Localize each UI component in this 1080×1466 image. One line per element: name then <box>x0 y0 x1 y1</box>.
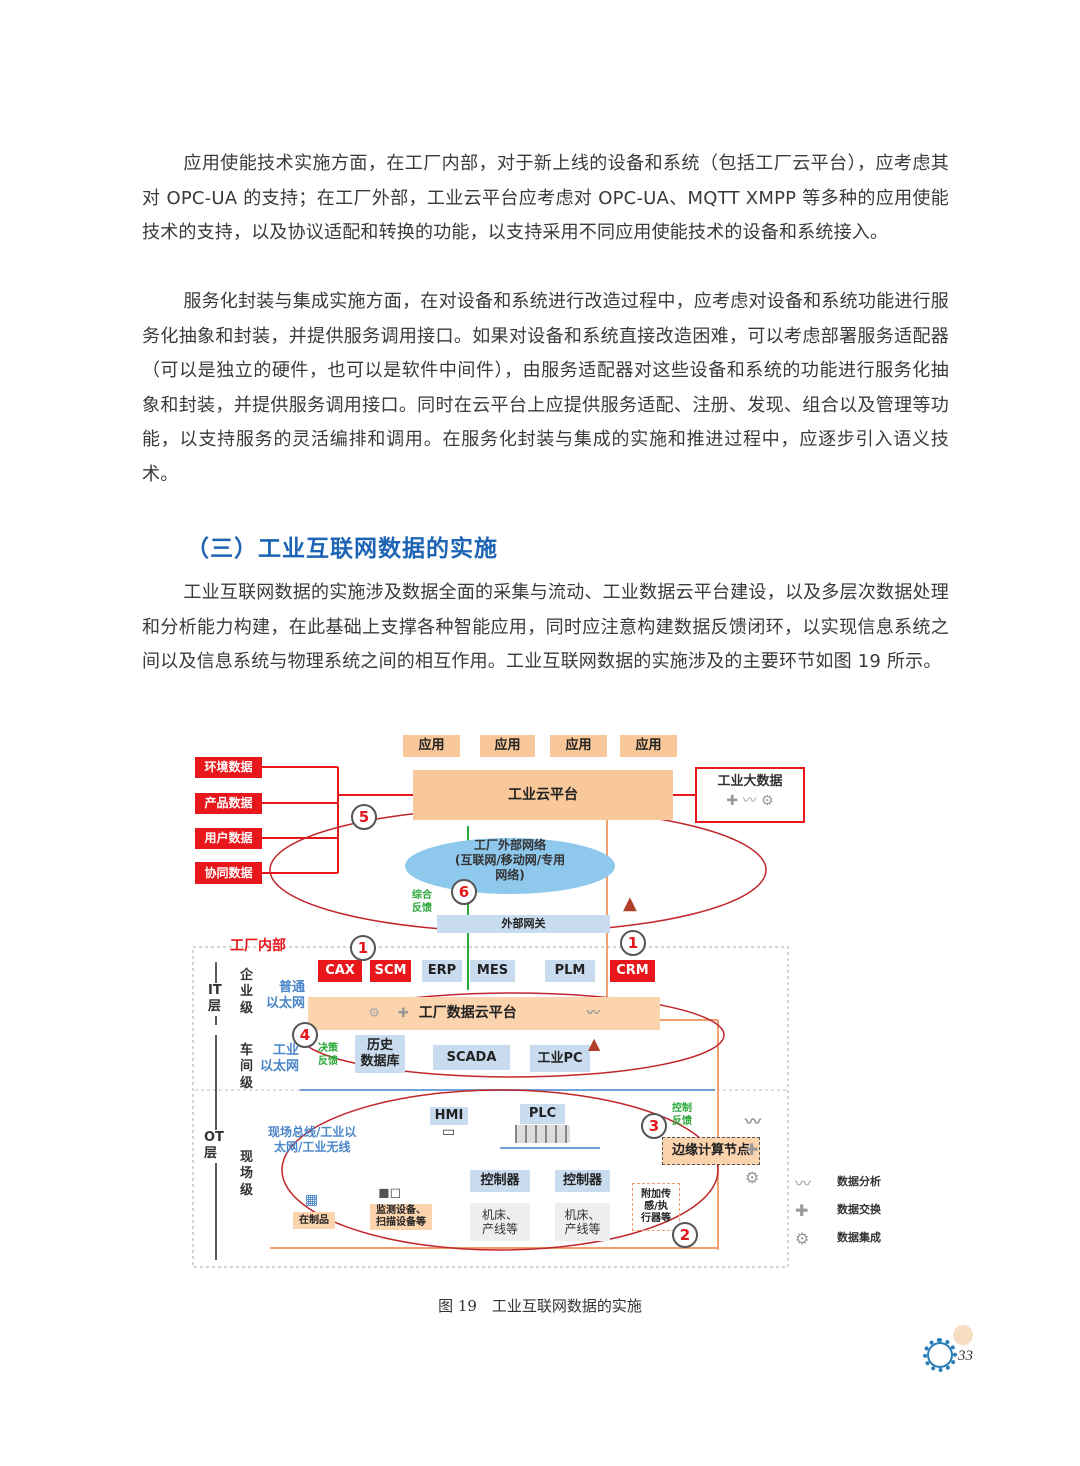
field-level: 现 场 级 <box>240 1150 254 1198</box>
controller: 控制器 <box>555 1170 610 1192</box>
scada: SCADA <box>433 1045 510 1070</box>
exchange-icon: ✚ <box>795 1200 809 1220</box>
ethernet-common: 普通 以太网 <box>266 980 306 1012</box>
control-feedback: 控制 反馈 <box>672 1103 692 1127</box>
data-source: 产品数据 <box>195 793 262 814</box>
app-box: 应用 <box>403 735 460 757</box>
big-data-box: 工业大数据 ✚ 〰 ⚙ <box>695 767 805 823</box>
machine-line: 机床、 产线等 <box>555 1203 610 1241</box>
step-3: 3 <box>641 1113 667 1139</box>
edge-computing-node: 边缘计算节点 <box>662 1137 760 1165</box>
legend-item: 〰 数据分析 <box>795 1168 881 1196</box>
computer-icon: ▭ <box>442 1124 456 1140</box>
overall-feedback: 综合 反馈 <box>412 890 432 914</box>
integration-icon: ⚙ <box>795 1228 810 1248</box>
decision-feedback: 决策 反馈 <box>318 1043 338 1067</box>
gear-icon <box>923 1338 957 1372</box>
work-in-progress: 在制品 <box>293 1212 335 1229</box>
step-1-right: 1 <box>620 930 646 956</box>
edge-icons: 〰✚⚙ <box>745 1112 762 1187</box>
step-6: 6 <box>451 879 477 905</box>
system-mes: MES <box>470 960 515 982</box>
gear-icon <box>953 1325 973 1345</box>
paragraph-service: 服务化封装与集成实施方面，在对设备和系统进行改造过程中，应考虑对设备和系统功能进… <box>142 291 949 485</box>
exchange-icon: ✚ <box>397 1005 409 1021</box>
step-4: 4 <box>292 1022 318 1048</box>
wip-icon: ▦ <box>305 1192 319 1208</box>
paragraph-data: 工业互联网数据的实施涉及数据全面的采集与流动、工业数据云平台建设，以及多层次数据… <box>142 582 949 672</box>
app-box: 应用 <box>480 735 535 757</box>
camera-icon: ◼◻ <box>378 1185 402 1201</box>
integration-icon: ⚙ <box>368 1005 380 1021</box>
ot-layer: OT 层 <box>204 1130 224 1163</box>
plc: PLC <box>520 1104 565 1124</box>
history-database: 历史 数据库 <box>355 1035 405 1073</box>
legend-item: ✚ 数据交换 <box>795 1196 881 1224</box>
factory-inside-label: 工厂内部 <box>230 938 286 954</box>
fieldbus-label: 现场总线/工业以 太网/工业无线 <box>268 1125 357 1154</box>
it-layer: IT 层 <box>208 983 222 1016</box>
app-box: 应用 <box>620 735 677 757</box>
monitoring-devices: 监测设备、 扫描设备等 <box>370 1204 432 1230</box>
machine-line: 机床、 产线等 <box>470 1203 530 1241</box>
system-crm: CRM <box>610 960 655 982</box>
system-cax: CAX <box>318 960 362 982</box>
factory-data-platform-label: 工厂数据云平台 <box>418 1005 517 1022</box>
step-2: 2 <box>672 1222 698 1248</box>
step-5: 5 <box>351 804 377 830</box>
controller: 控制器 <box>470 1170 530 1192</box>
plc-device-icon <box>515 1125 570 1143</box>
legend-item: ⚙ 数据集成 <box>795 1224 881 1252</box>
system-plm: PLM <box>545 960 595 982</box>
paragraph-enablement: 应用使能技术实施方面，在工厂内部，对于新上线的设备和系统（包括工厂云平台），应考… <box>142 153 949 243</box>
legend-label: 数据交换 <box>837 1203 881 1217</box>
legend-label: 数据集成 <box>837 1231 881 1245</box>
ethernet-industrial: 工业 以太网 <box>260 1043 300 1075</box>
system-erp: ERP <box>422 960 462 982</box>
page-number: 33 <box>958 1348 973 1364</box>
analysis-icon: 〰 <box>795 1174 812 1193</box>
industrial-cloud-platform: 工业云平台 <box>413 770 673 820</box>
figure-caption: 图 19 工业互联网数据的实施 <box>438 1297 642 1315</box>
hmi: HMI <box>430 1107 468 1125</box>
workshop-level: 车 间 级 <box>240 1043 254 1091</box>
external-network: 工厂外部网络 (互联网/移动网/专用 网络) <box>454 838 566 882</box>
firewall-icon: ▲ <box>588 1034 601 1053</box>
analytics-icons: ✚ 〰 ⚙ <box>726 793 774 810</box>
app-box: 应用 <box>550 735 607 757</box>
firewall-icon: ▲ <box>623 893 637 914</box>
legend-label: 数据分析 <box>837 1175 881 1189</box>
industrial-pc: 工业PC <box>530 1045 590 1072</box>
section-heading: （三）工业互联网数据的实施 <box>186 536 498 562</box>
factory-data-platform: ⚙ ✚ 工厂数据云平台 〰 <box>308 997 660 1030</box>
step-1-left: 1 <box>350 935 376 961</box>
system-scm: SCM <box>370 960 411 982</box>
legend: 〰 数据分析 ✚ 数据交换 ⚙ 数据集成 <box>795 1168 881 1252</box>
data-source: 环境数据 <box>195 757 262 778</box>
big-data-label: 工业大数据 <box>717 774 783 789</box>
extra-sensors: 附加传 感/执 行器等 <box>632 1183 680 1231</box>
external-gateway: 外部网关 <box>437 915 610 933</box>
data-source: 协同数据 <box>195 862 262 884</box>
enterprise-level: 企 业 级 <box>240 968 254 1016</box>
analysis-icon: 〰 <box>586 1005 600 1021</box>
data-source: 用户数据 <box>195 828 262 849</box>
